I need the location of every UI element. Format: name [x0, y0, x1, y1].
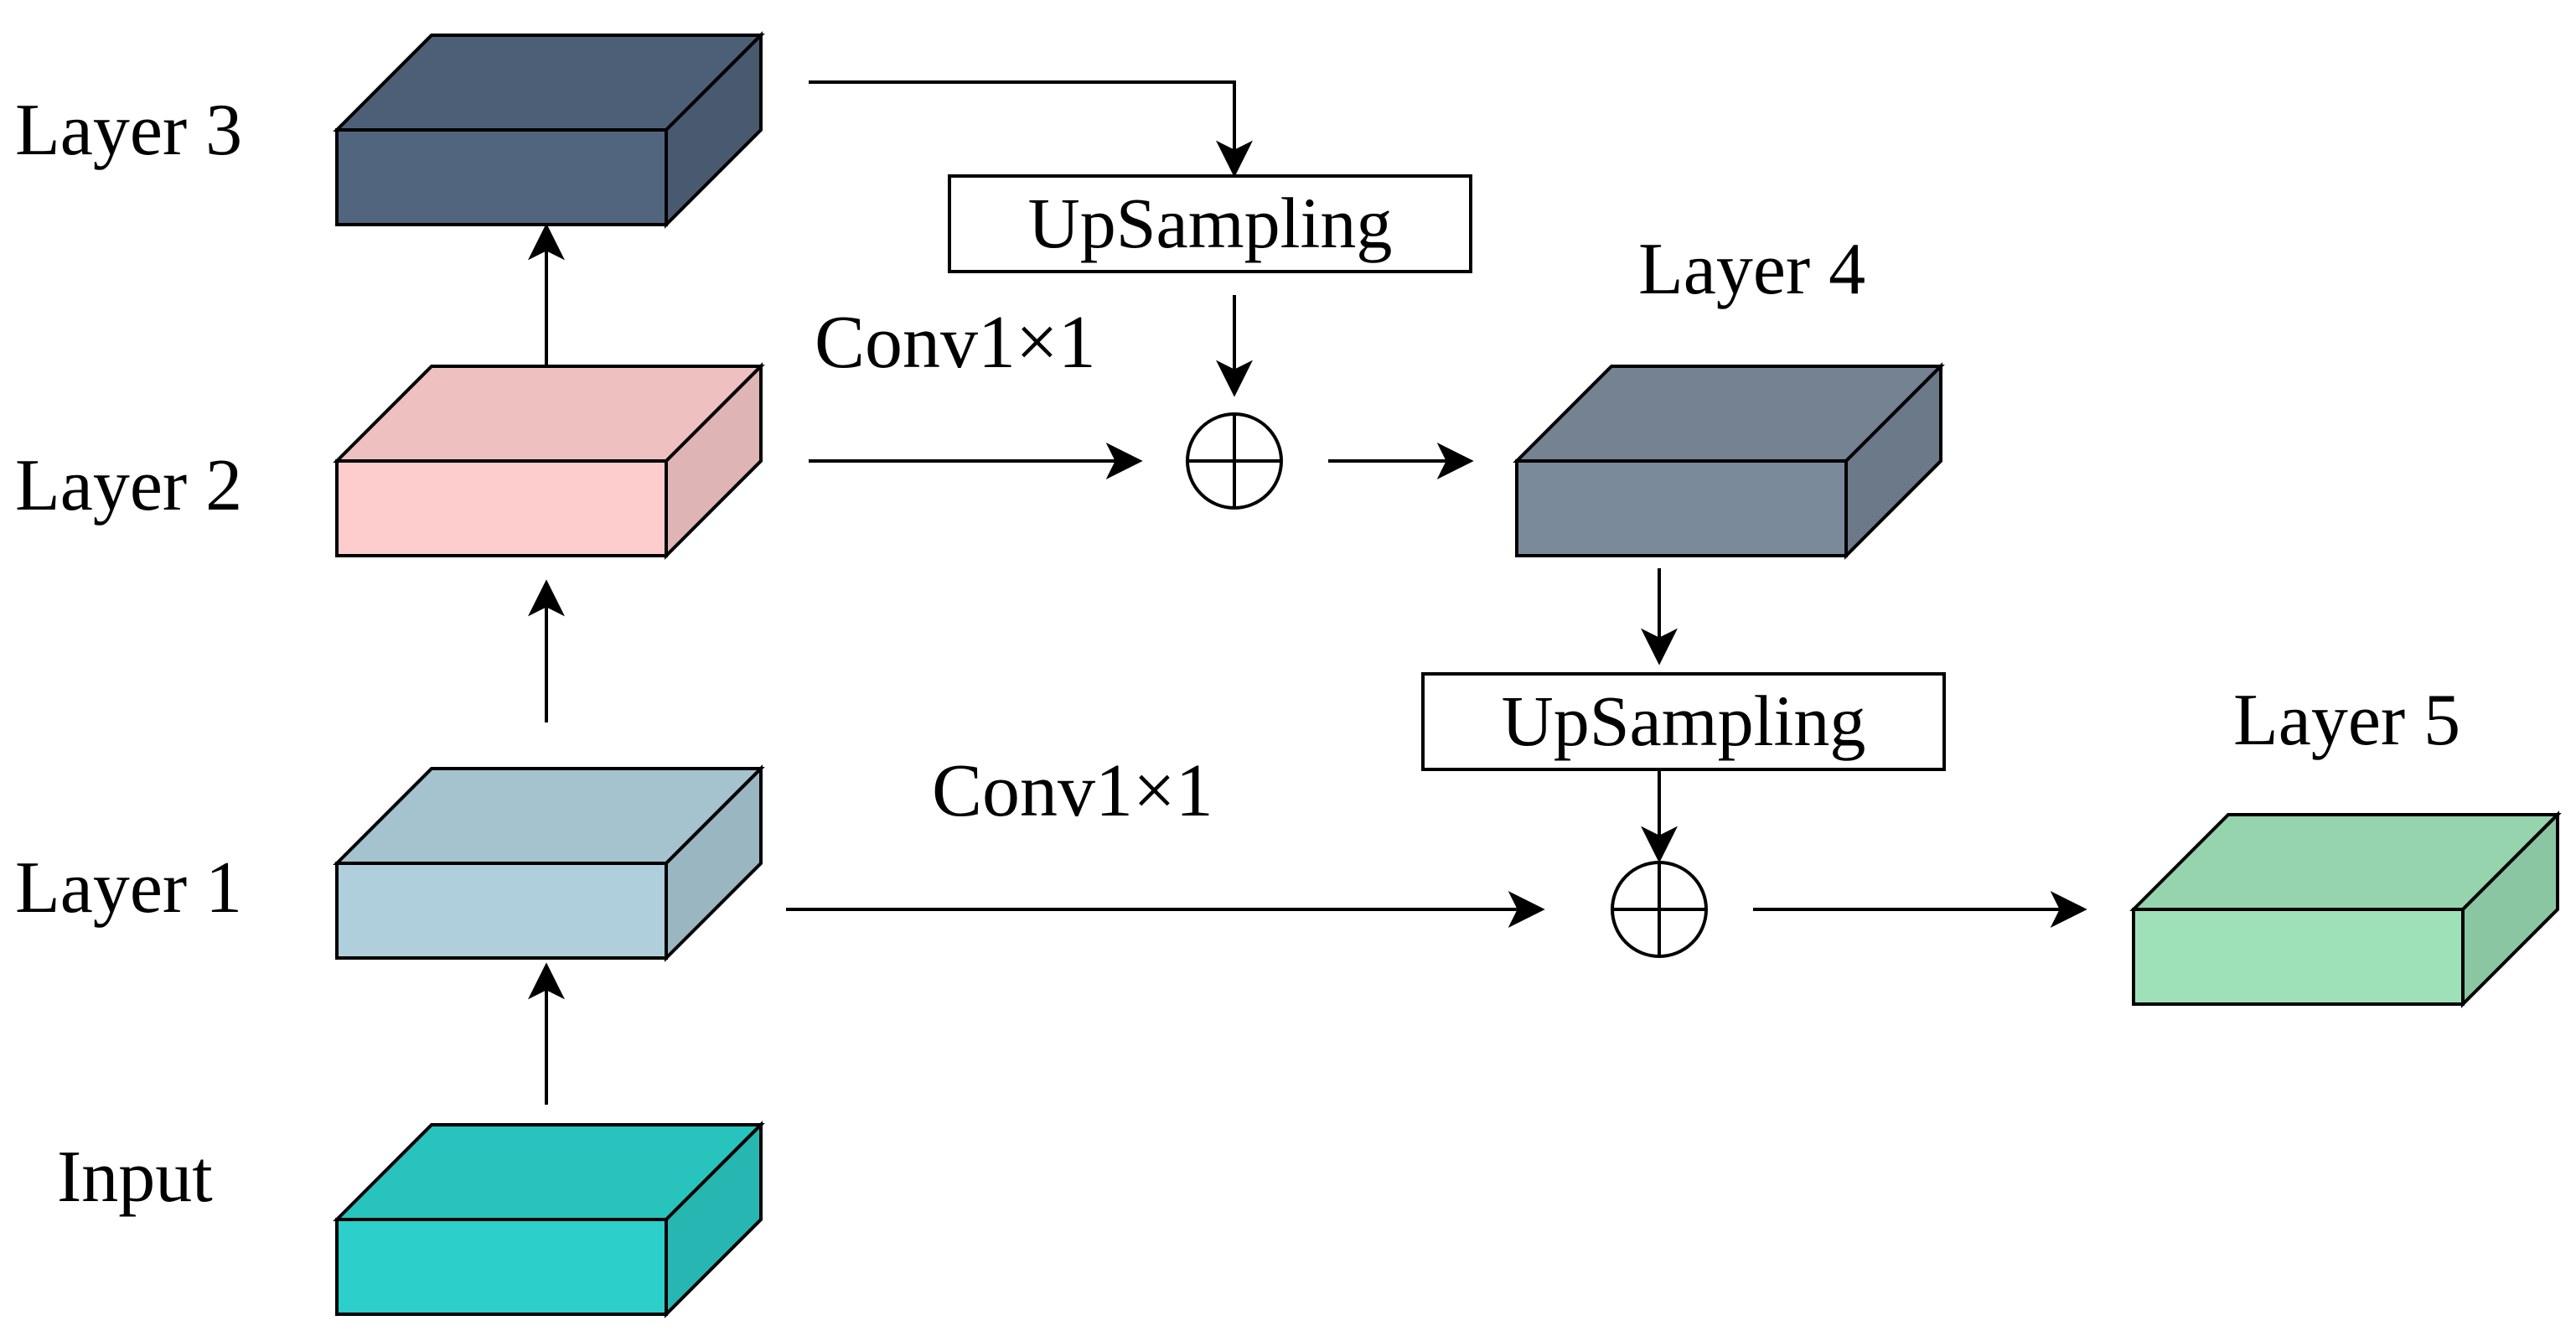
layer1-label: Layer 1 [15, 847, 242, 929]
conv-top-label: Conv1×1 [815, 301, 1096, 384]
input-label: Input [57, 1137, 213, 1218]
layer4-block [1513, 362, 1945, 560]
layer4-label: Layer 4 [1638, 229, 1865, 310]
add-operator-bottom [1611, 861, 1708, 958]
layer3-label: Layer 3 [15, 90, 242, 171]
layer5-label: Layer 5 [2233, 680, 2460, 761]
layer1-block [333, 764, 765, 962]
add-operator-top [1186, 412, 1283, 510]
layer5-block [2129, 810, 2562, 1008]
input-block [333, 1121, 765, 1318]
upsampling-bottom-box: UpSampling [1421, 672, 1946, 771]
arrow-layer3-to-upsampling [809, 80, 1253, 178]
upsampling-top-label: UpSampling [1028, 183, 1393, 263]
upsampling-top-box: UpSampling [948, 174, 1472, 273]
upsampling-bottom-label: UpSampling [1502, 681, 1866, 761]
layer2-label: Layer 2 [15, 445, 242, 526]
layer2-block [333, 362, 765, 560]
conv-bottom-label: Conv1×1 [932, 749, 1213, 832]
layer3-block [333, 31, 765, 229]
